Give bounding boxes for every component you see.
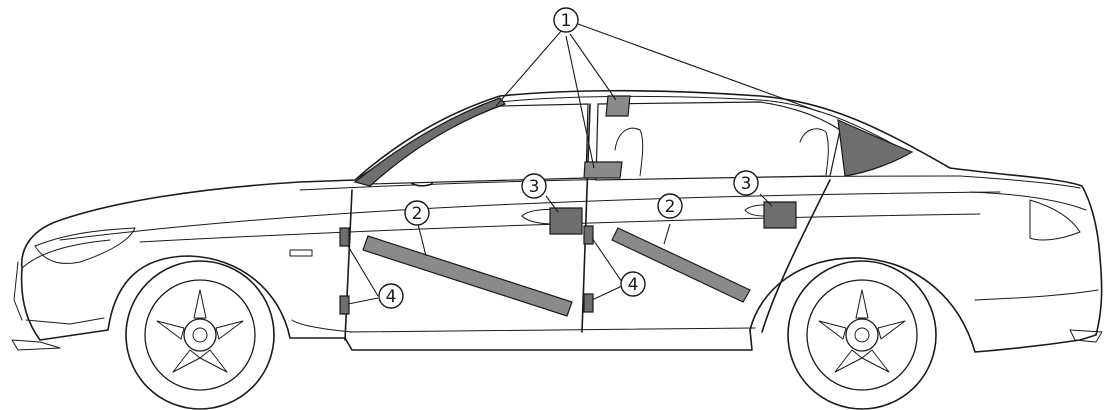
part-2-front-door-bar [362,235,573,317]
callout-3-front-label: 3 [529,177,540,197]
callout-2-rear-label: 2 [665,197,676,217]
callout-4-front-label: 4 [386,287,397,307]
callout-1: 1 [553,7,579,33]
callout-2-front: 2 [404,200,430,226]
highlighted-parts [339,95,797,317]
callout-3-rear-label: 3 [741,174,752,194]
part-4-rear-lower-hinge [583,293,594,313]
part-1-upper-pad [605,95,631,117]
rear-wheel [787,260,937,410]
part-2-rear-door-bar [611,227,751,303]
part-3-rear-handle-block [763,201,797,229]
callout-2-rear: 2 [657,193,683,219]
callout-1-label: 1 [561,11,572,31]
c-pillar-window [837,119,914,177]
callout-4-front: 4 [378,283,404,309]
part-4-rear-upper-hinge [583,225,594,245]
callout-4-rear-label: 4 [628,275,639,295]
callout-2-front-label: 2 [412,204,423,224]
car-windows [353,97,914,187]
callout-3-rear: 3 [733,170,759,196]
leader-lines [347,23,821,305]
part-4-front-upper-hinge [339,227,350,247]
part-3-front-handle-block [549,207,583,235]
a-pillar-trim [353,97,507,187]
callout-4-rear: 4 [620,271,646,297]
part-4-front-lower-hinge [339,295,350,315]
front-wheel [125,260,275,410]
rear-window [595,101,841,181]
part-1-lower-pad [583,161,623,179]
callout-3-front: 3 [521,173,547,199]
